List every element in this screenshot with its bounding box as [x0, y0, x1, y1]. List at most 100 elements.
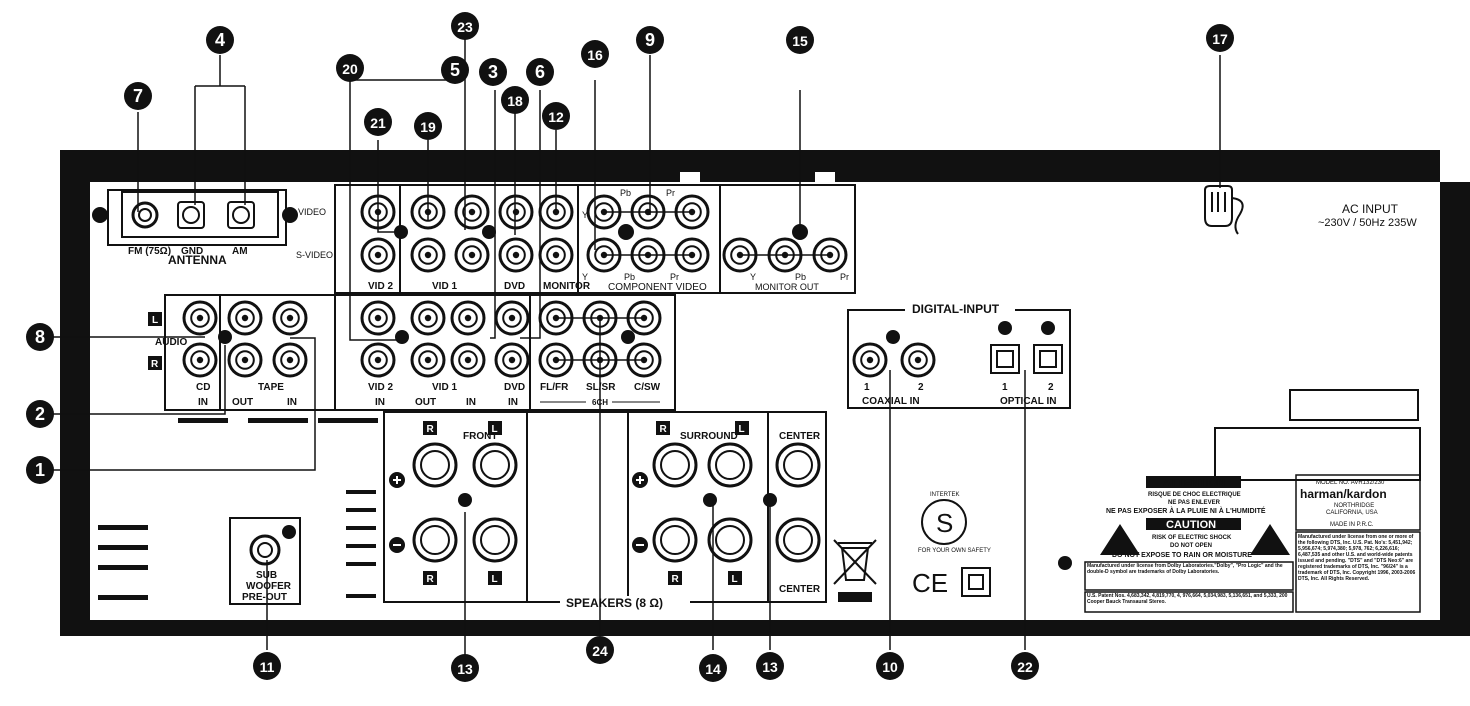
channel-badge-text: R	[427, 574, 435, 585]
callout-number: 6	[535, 62, 545, 82]
screw	[482, 225, 496, 239]
speaker-terminal	[775, 442, 821, 488]
callout-circle	[124, 82, 152, 110]
callout-20: 20	[336, 54, 364, 82]
center-label-top: CENTER	[779, 431, 821, 442]
made-in: MADE IN P.R.C.	[1330, 522, 1374, 528]
callout-number: 12	[548, 109, 564, 125]
callout-13: 13	[756, 652, 784, 680]
channel-badge: L	[488, 421, 502, 435]
comp-pr-bot: Pr	[670, 272, 679, 282]
callout-number: 19	[420, 119, 436, 135]
speaker-terminal	[652, 442, 698, 488]
tape-in-label: IN	[287, 397, 297, 408]
vid1-in-r-jack	[450, 342, 486, 378]
ce-mark: CE	[912, 568, 948, 598]
callout-19: 19	[414, 112, 442, 140]
en-rain: DO NOT EXPOSE TO RAIN OR MOISTURE	[1112, 552, 1252, 559]
callout-number: 10	[882, 659, 898, 675]
callout-number: 13	[457, 661, 473, 677]
callout-number: 2	[35, 404, 45, 424]
vid2-r-jack	[360, 342, 396, 378]
surround-label: SURROUND	[680, 431, 738, 442]
callout-7: 7	[124, 82, 152, 110]
svideo-row-label: S-VIDEO	[296, 250, 333, 260]
dts-fo: Manufactured under license from one or m…	[1298, 534, 1416, 582]
plus-icon	[389, 472, 405, 488]
callout-circle	[451, 12, 479, 40]
callout-circle	[253, 652, 281, 680]
callout-circle	[479, 58, 507, 86]
callout-circle	[1206, 24, 1234, 52]
callout-number: 22	[1017, 659, 1033, 675]
channel-badge-text: R	[672, 574, 680, 585]
center-label-bot: CENTER	[779, 584, 821, 595]
dvd-video-label: DVD	[504, 281, 525, 292]
attention-label: ATTENTION	[1163, 477, 1225, 489]
coax-2: 2	[918, 382, 924, 393]
cd-l-jack	[182, 300, 218, 336]
ac-input-label: AC INPUT	[1342, 202, 1399, 216]
screw	[394, 225, 408, 239]
dolby-text: Manufactured under license from Dolby La…	[1087, 563, 1283, 575]
vid1-in-label: IN	[466, 397, 476, 408]
callout-circle	[206, 26, 234, 54]
callout-23: 23	[451, 12, 479, 40]
model-no: MODEL NO. AVR132/230	[1316, 480, 1385, 486]
dvd-svideo-jack	[498, 237, 534, 273]
minus-icon	[632, 537, 648, 553]
channel-badge: R	[656, 421, 670, 435]
channel-badge: L	[488, 571, 502, 585]
vid1-video-label: VID 1	[432, 281, 457, 292]
callout-3: 3	[479, 58, 507, 86]
callout-circle	[586, 636, 614, 664]
digital-jacks	[852, 342, 1063, 378]
callout-circle	[526, 58, 554, 86]
speaker-terminal	[707, 517, 753, 563]
speaker-terminal	[472, 442, 518, 488]
callout-circle	[364, 108, 392, 136]
vid1-audio-label: VID 1	[432, 382, 457, 393]
callout-17: 17	[1206, 24, 1234, 52]
callout-number: 20	[342, 61, 358, 77]
channel-badge-text: L	[732, 574, 738, 585]
callout-5: 5	[441, 56, 469, 84]
screw	[621, 330, 635, 344]
vid1-out-label: OUT	[415, 397, 436, 408]
sub-line3: PRE-OUT	[242, 592, 287, 603]
fr-rain: NE PAS EXPOSER À LA PLUIE NI À L'HUMIDIT…	[1106, 506, 1266, 515]
comp-y-top: Y	[582, 210, 588, 220]
mon-y: Y	[750, 272, 756, 282]
monitor-video-label: MONITOR	[543, 281, 591, 292]
en-warn1: RISK OF ELECTRIC SHOCK	[1152, 535, 1232, 541]
dts-text: Manufactured under license from one or m…	[1298, 534, 1416, 582]
callout-number: 15	[792, 33, 808, 49]
callout-number: 11	[260, 659, 275, 675]
coax-1-jack	[852, 342, 888, 378]
coaxial-in-label: COAXIAL IN	[862, 396, 920, 407]
vent-marks	[98, 418, 378, 600]
audio-jacks	[182, 300, 662, 378]
monitor-out-title: MONITOR OUT	[755, 282, 819, 292]
channel-badge: R	[668, 571, 682, 585]
speaker-terminal	[652, 517, 698, 563]
plus-icon	[632, 472, 648, 488]
gnd-label: GND	[181, 246, 203, 257]
callout-circle	[1011, 652, 1039, 680]
opt-2: 2	[1048, 382, 1054, 393]
callout-number: 23	[457, 19, 473, 35]
channel-badge-text: R	[660, 424, 668, 435]
callout-11: 11	[253, 652, 281, 680]
callout-circle	[876, 652, 904, 680]
tape-label: TAPE	[258, 382, 284, 393]
comp-pb-top: Pb	[620, 188, 631, 198]
vid2-svideo-jack	[360, 237, 396, 273]
patents-fo: U.S. Patent Nos. 4,683,342, 4,819,770, 4…	[1087, 593, 1287, 605]
channel-badge: R	[423, 421, 437, 435]
fr-warn1: RISQUE DE CHOC ELECTRIQUE	[1148, 492, 1241, 498]
front-label: FRONT	[463, 431, 497, 442]
channel-badge: R	[423, 571, 437, 585]
antenna-title: ANTENNA	[168, 253, 227, 267]
en-warn2: DO NOT OPEN	[1170, 543, 1212, 549]
